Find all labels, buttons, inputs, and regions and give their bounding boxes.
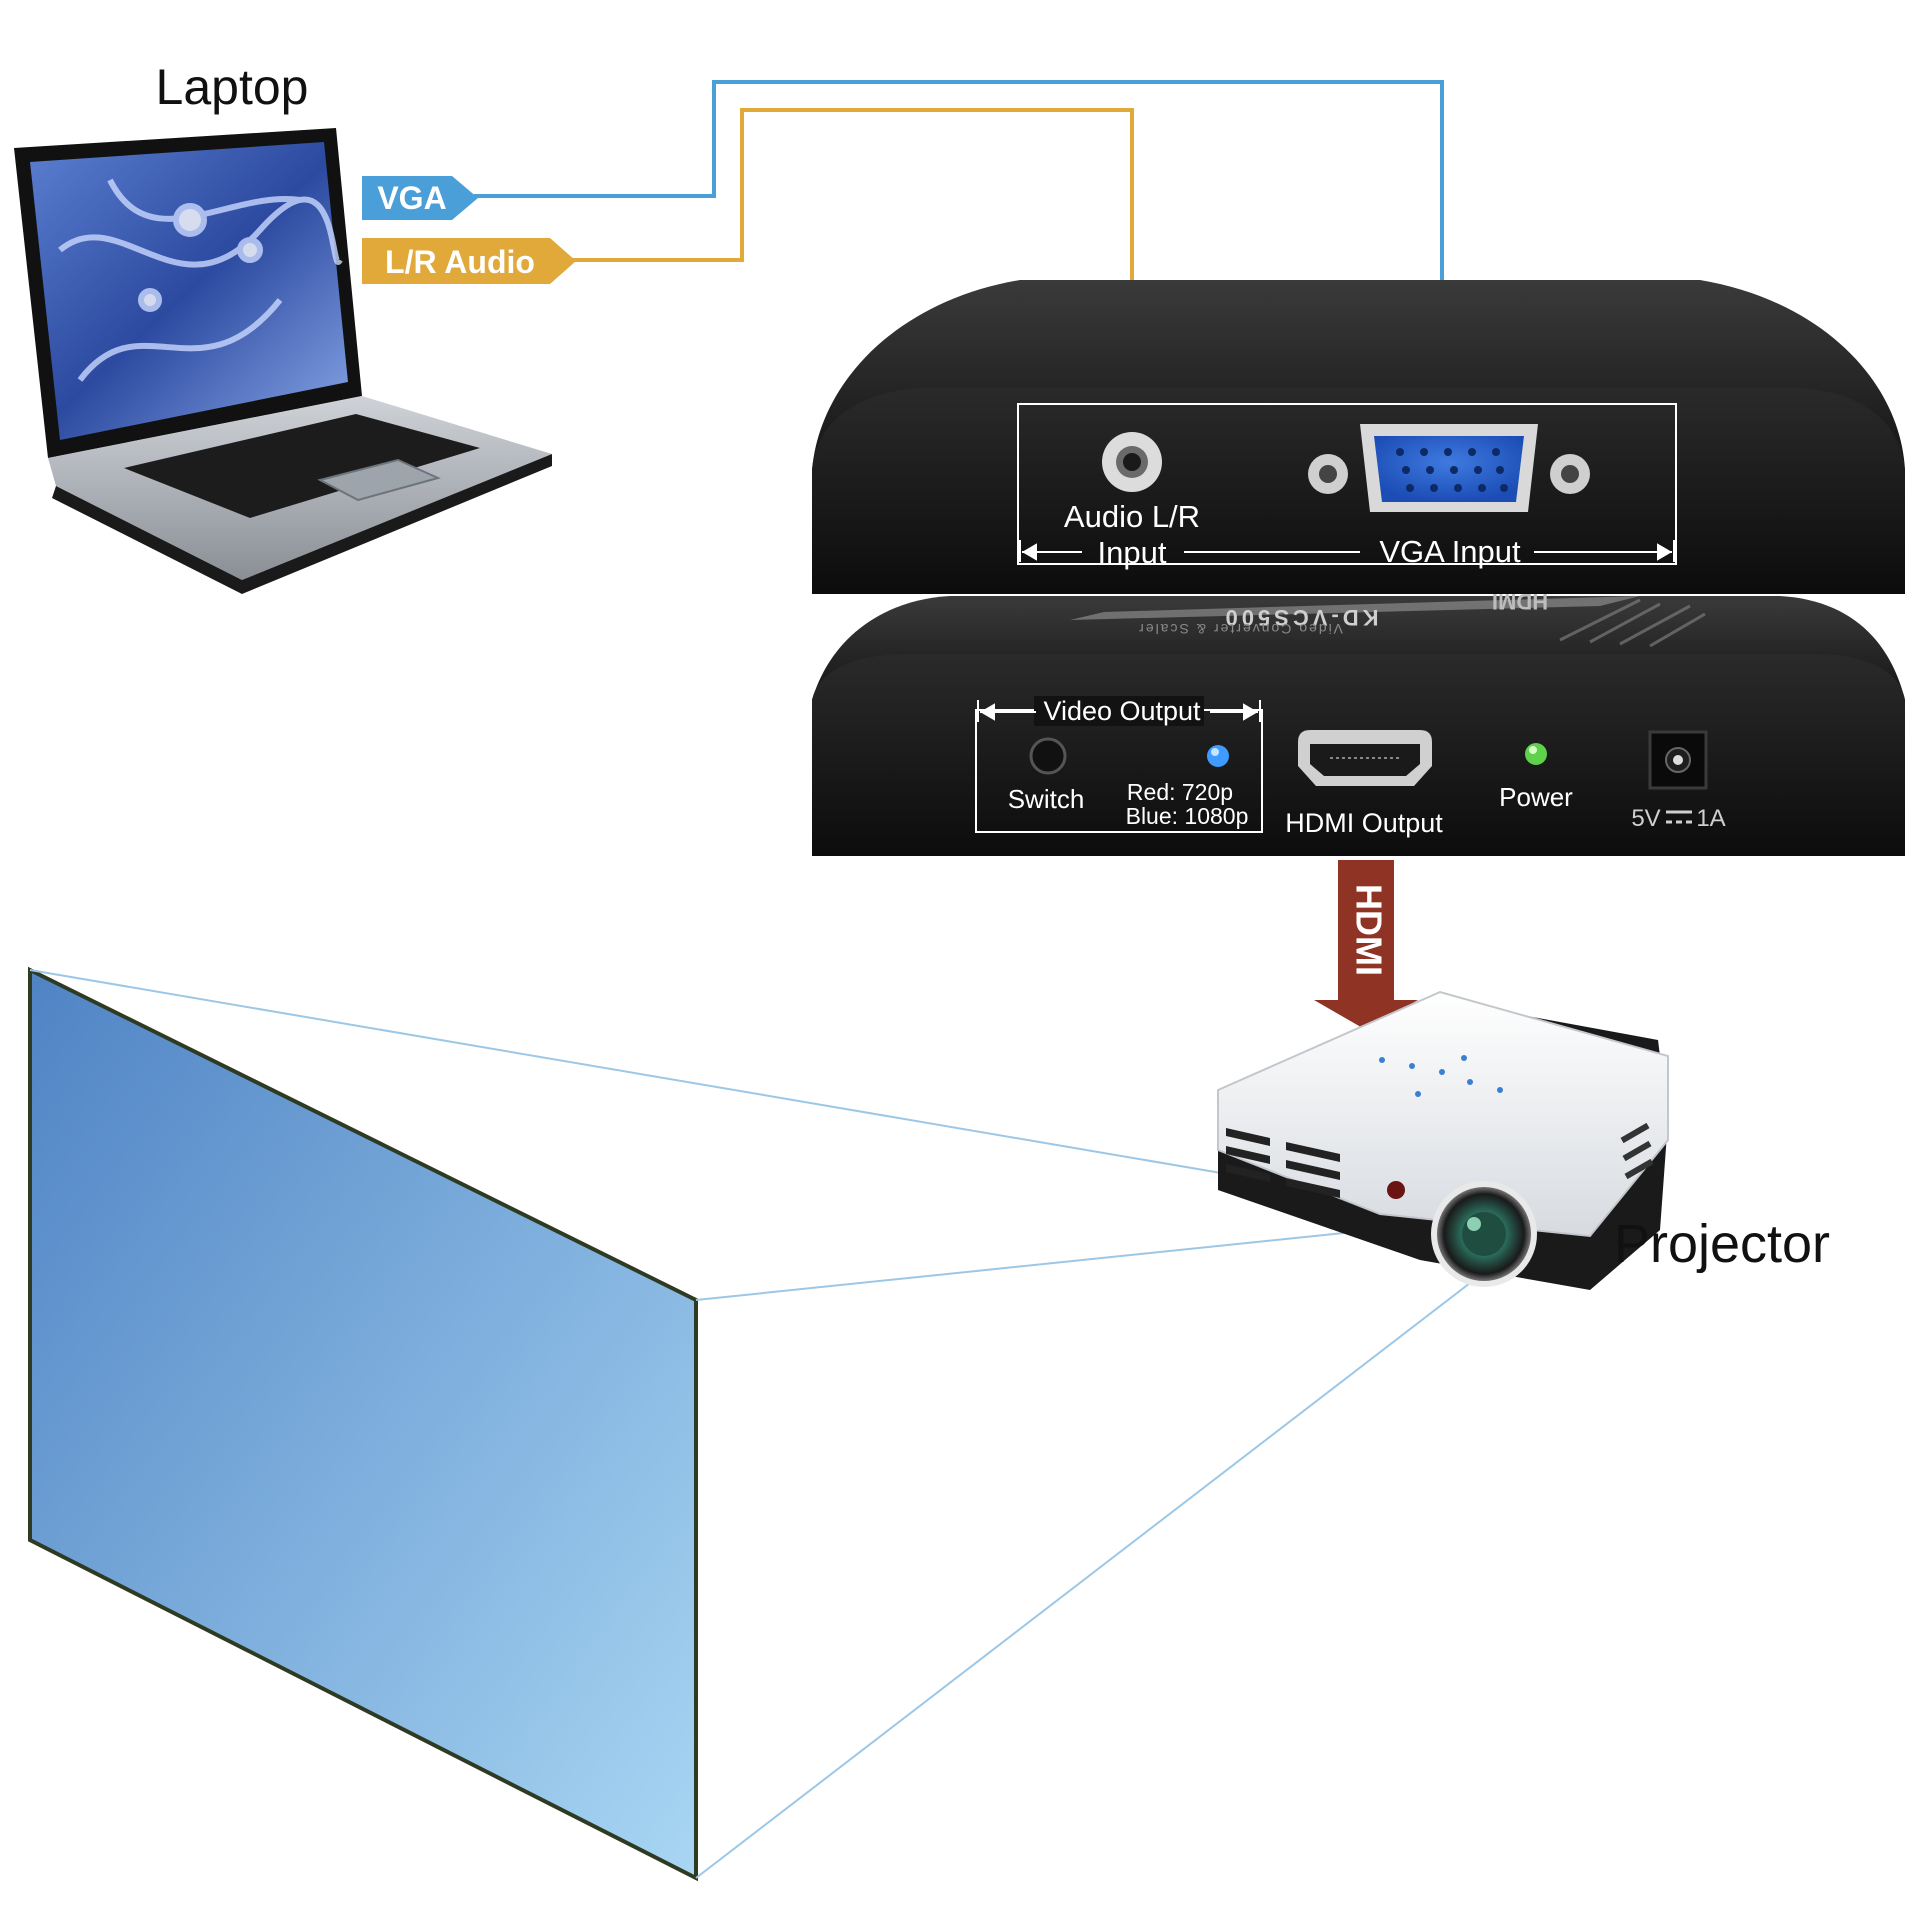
audio-tag-shape xyxy=(362,238,576,284)
device-brand: HDMI xyxy=(1492,589,1548,614)
dc-voltage-label: 5V xyxy=(1631,805,1660,832)
vga-tag-shape xyxy=(362,176,478,220)
vga-port xyxy=(1308,424,1590,512)
hdmi-output-label: HDMI Output xyxy=(1285,808,1443,838)
device-input-face xyxy=(812,388,1905,594)
device-model: KD-VCS500 xyxy=(1221,605,1378,630)
resolution-led xyxy=(1207,745,1229,767)
video-output-label: Video Output xyxy=(1043,696,1201,726)
dc-power-jack xyxy=(1648,730,1708,790)
power-led xyxy=(1525,743,1547,765)
hdmi-cable: HDMI xyxy=(1314,860,1418,1030)
projector-title: Projector xyxy=(1614,1214,1830,1274)
audio-cable: L/R Audio xyxy=(362,108,1147,378)
input-dimension-lines xyxy=(1019,540,1675,562)
audio-tag-label: L/R Audio xyxy=(385,244,535,280)
hdmi-output-port xyxy=(1298,730,1432,786)
dc-current-label: 1A xyxy=(1696,805,1725,832)
device-branding: HDMI KD-VCS500 Video Converter & Scaler xyxy=(1070,589,1706,648)
laptop-title: Laptop xyxy=(156,59,309,115)
laptop-keyboard xyxy=(124,414,480,518)
dc-symbol-icon xyxy=(1666,810,1692,824)
device-subtitle: Video Converter & Scaler xyxy=(1137,621,1343,637)
hdmi-cable-label: HDMI xyxy=(1348,884,1389,976)
device-input-side: Audio L/R Input VGA Input xyxy=(812,280,1905,594)
laptop-touchpad xyxy=(317,458,441,502)
input-panel-frame xyxy=(1017,403,1677,565)
projector-ir-sensor xyxy=(1387,1181,1405,1199)
video-output-dimension-lines xyxy=(977,700,1261,722)
device-output-side: HDMI KD-VCS500 Video Converter & Scaler … xyxy=(812,589,1905,856)
audio-input-label-2: Input xyxy=(1098,535,1167,570)
projector-vents xyxy=(1226,1128,1340,1198)
vga-tag-label: VGA xyxy=(377,180,446,216)
switch-button[interactable] xyxy=(1029,737,1067,775)
led-red-label: Red: 720p xyxy=(1127,779,1233,805)
laptop-display xyxy=(30,142,348,440)
led-blue-label: Blue: 1080p xyxy=(1126,803,1249,829)
projector xyxy=(1217,990,1669,1290)
laptop-front-edge xyxy=(52,454,552,594)
projection-screen xyxy=(28,966,698,1882)
projection-beam xyxy=(29,969,1501,1879)
laptop-wallpaper xyxy=(58,178,343,382)
laptop: Laptop xyxy=(14,59,552,594)
vga-input-label: VGA Input xyxy=(1379,534,1521,569)
power-label: Power xyxy=(1499,782,1573,812)
projector-touch-controls[interactable] xyxy=(1379,1055,1503,1097)
switch-label: Switch xyxy=(1008,784,1085,814)
audio-input-label-1: Audio L/R xyxy=(1064,499,1200,534)
